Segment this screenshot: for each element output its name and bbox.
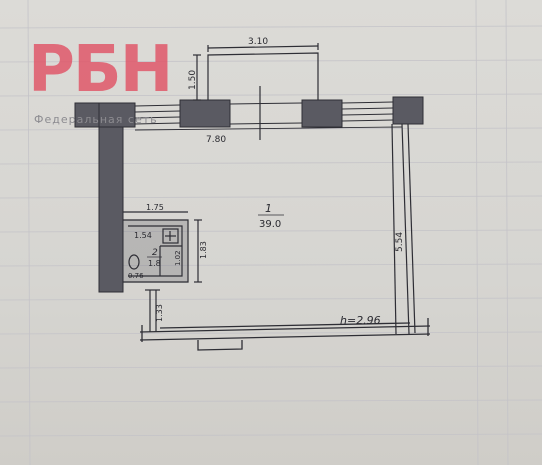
lower-left-stub: [145, 289, 160, 332]
left-stub: [74, 102, 100, 128]
top-bay: [193, 43, 319, 140]
bottom-wall: [139, 318, 431, 351]
dim-bath-inner: 1.54: [134, 231, 152, 240]
room-main-number: 1: [265, 202, 272, 215]
dim-right-wall: 5.54: [395, 232, 405, 252]
room-small-area: 1.8: [148, 259, 161, 268]
dim-bath-top: 1.75: [146, 203, 164, 212]
dim-top-bay-width: 3.10: [248, 37, 268, 47]
dim-bath-side: 1.83: [199, 241, 208, 259]
bathroom: [122, 211, 202, 283]
dim-lower-left: 1.33: [155, 304, 164, 322]
dim-ceiling-height: h=2.96: [340, 314, 381, 327]
top-wall: [74, 96, 424, 128]
room-small-number: 2: [152, 248, 158, 258]
dim-top-bay-depth: 1.50: [188, 70, 198, 90]
dim-bath-bottom: 0.76: [128, 272, 144, 280]
room-main-area: 39.0: [259, 219, 281, 230]
windows: [134, 101, 394, 125]
left-wall: [98, 126, 124, 293]
dim-bath-small: 1.02: [174, 250, 182, 266]
rbn-logo: РБН: [28, 33, 173, 107]
dim-facade-length: 7.80: [206, 135, 226, 145]
right-wall: [391, 123, 416, 335]
facade-dim: [134, 126, 403, 131]
rbn-tagline: Федеральная сеть: [34, 113, 158, 126]
